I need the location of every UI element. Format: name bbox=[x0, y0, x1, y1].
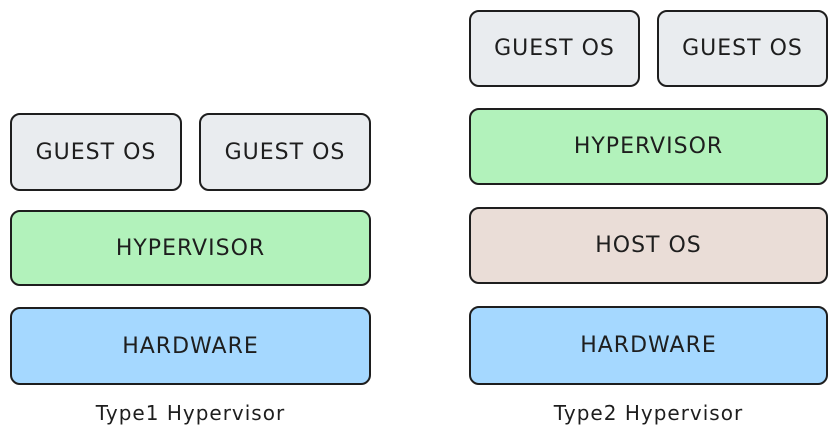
type1-guest-os-box-1: GUEST OS bbox=[10, 113, 182, 191]
type1-caption: Type1 Hypervisor bbox=[95, 401, 286, 425]
type2-guest-os-box-1: GUEST OS bbox=[469, 10, 640, 87]
type2-hypervisor-box: HYPERVISOR bbox=[469, 108, 828, 185]
type2-caption: Type2 Hypervisor bbox=[553, 401, 744, 425]
type2-guest-os-box-2: GUEST OS bbox=[657, 10, 828, 87]
type2-host-os-box: HOST OS bbox=[469, 207, 828, 284]
type1-hardware-box: HARDWARE bbox=[10, 307, 371, 385]
type2-hardware-box: HARDWARE bbox=[469, 306, 828, 385]
type1-hypervisor-box: HYPERVISOR bbox=[10, 210, 371, 286]
type1-guest-os-box-2: GUEST OS bbox=[199, 113, 371, 191]
